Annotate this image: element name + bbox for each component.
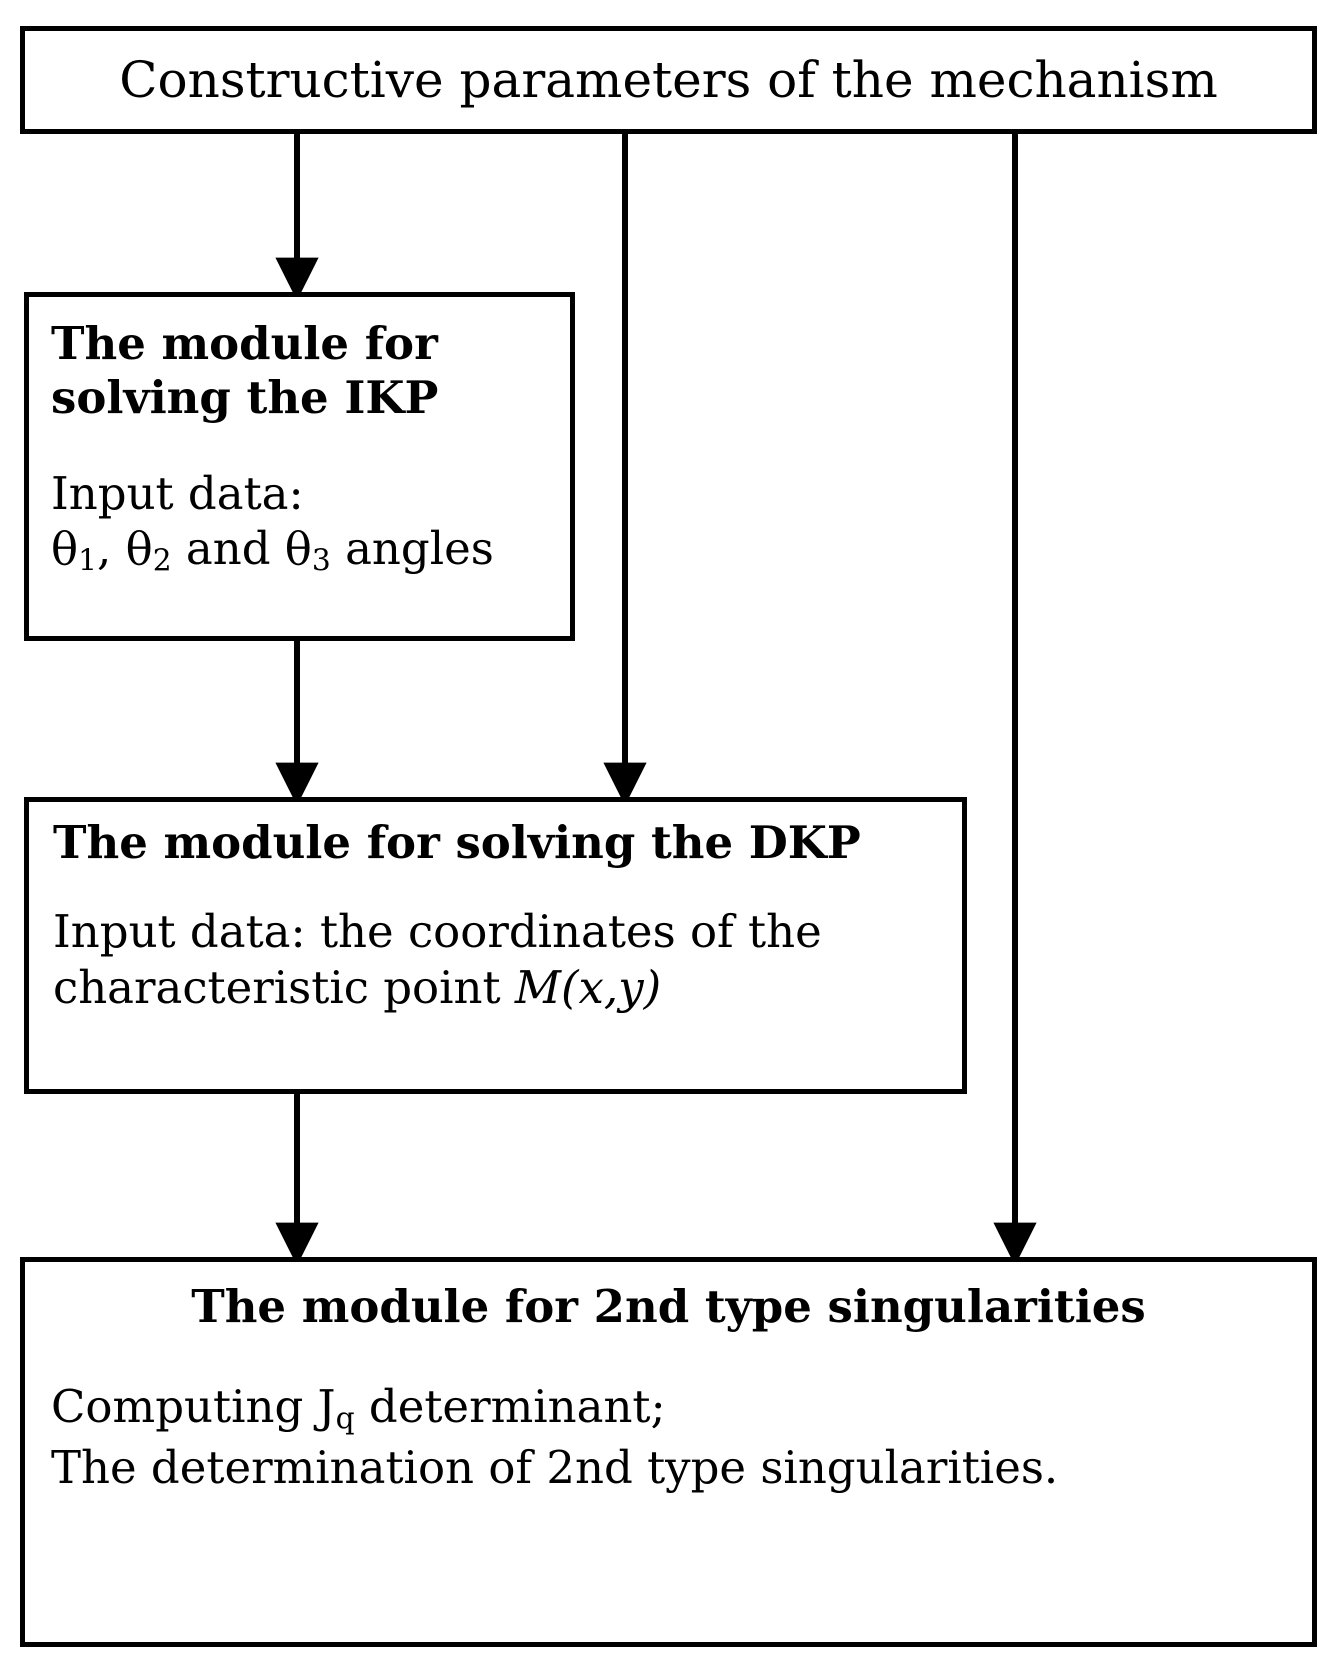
node-dkp-module: The module for solving the DKP Input dat… bbox=[24, 797, 967, 1094]
theta1-symbol: θ bbox=[51, 521, 79, 575]
characteristic-point-text: characteristic point bbox=[53, 961, 515, 1015]
theta3-subscript: 3 bbox=[311, 543, 331, 579]
jq-subscript: q bbox=[335, 1401, 355, 1437]
point-m-expression: M(x,y) bbox=[514, 961, 662, 1015]
theta3-symbol: and θ bbox=[171, 521, 312, 575]
node-dkp-module-title: The module for solving the DKP bbox=[53, 816, 861, 869]
computing-jq-text: Computing J bbox=[51, 1380, 336, 1433]
node-ikp-module-body: Input data: θ1, θ2 and θ3 angles bbox=[51, 467, 548, 580]
node-singularities-module-body: Computing Jq determinant; The determinat… bbox=[51, 1378, 1286, 1496]
node-dkp-module-body-line2: characteristic point M(x,y) bbox=[53, 960, 938, 1016]
node-ikp-module-title: The module for solving the IKP bbox=[51, 317, 439, 424]
node-ikp-module-body-line1: Input data: bbox=[51, 467, 304, 520]
node-singularities-module: The module for 2nd type singularities Co… bbox=[20, 1257, 1317, 1647]
theta2-symbol: , θ bbox=[96, 521, 153, 575]
node-ikp-module: The module for solving the IKP Input dat… bbox=[24, 292, 575, 641]
node-constructive-parameters-label: Constructive parameters of the mechanism bbox=[119, 50, 1218, 109]
node-singularities-module-title: The module for 2nd type singularities bbox=[191, 1280, 1146, 1333]
node-dkp-module-body-line1: Input data: the coordinates of the bbox=[53, 905, 822, 958]
node-singularities-body-line1: Computing Jq determinant; bbox=[51, 1378, 1286, 1439]
node-ikp-module-body-line2: θ1, θ2 and θ3 angles bbox=[51, 522, 548, 580]
node-dkp-module-body: Input data: the coordinates of the chara… bbox=[53, 904, 938, 1017]
theta1-subscript: 1 bbox=[78, 543, 97, 579]
theta2-subscript: 2 bbox=[152, 543, 172, 579]
determinant-text: determinant; bbox=[354, 1380, 666, 1433]
node-singularities-body-line2: The determination of 2nd type singularit… bbox=[51, 1440, 1059, 1494]
angles-word: angles bbox=[330, 521, 494, 575]
node-constructive-parameters: Constructive parameters of the mechanism bbox=[20, 26, 1317, 134]
